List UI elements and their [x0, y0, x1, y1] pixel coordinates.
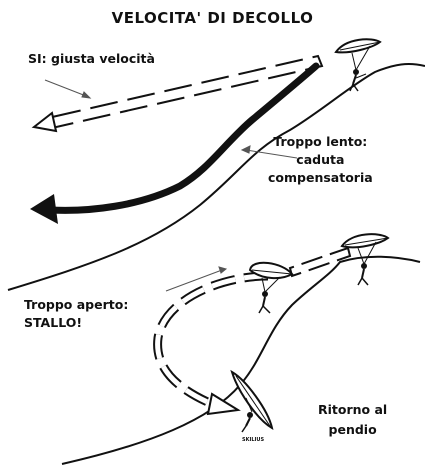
- label-too-open: Troppo aperto: STALLO!: [24, 297, 129, 330]
- bottom-dashed-arrow: [288, 246, 352, 278]
- label-too-slow: Troppo lento: caduta compensatoria: [268, 134, 373, 185]
- wing-top: [334, 38, 382, 92]
- too-open-arrow: [153, 271, 269, 416]
- pointer-arrows: [44, 79, 298, 292]
- diagram-title: VELOCITA' DI DECOLLO: [111, 9, 314, 27]
- label-small-text: SKILIUS: [242, 437, 265, 443]
- bottom-slope-line: [61, 255, 421, 465]
- top-slope-line: [7, 63, 425, 291]
- label-correct-speed: SI: giusta velocità: [28, 51, 155, 66]
- correct-speed-arrow: [31, 54, 324, 133]
- wing-center: [248, 261, 294, 314]
- wing-crashed: [230, 369, 274, 433]
- label-return-slope: Ritorno al pendio: [318, 402, 388, 437]
- too-slow-arrow: [30, 62, 320, 224]
- wing-bottom-right: [340, 233, 390, 286]
